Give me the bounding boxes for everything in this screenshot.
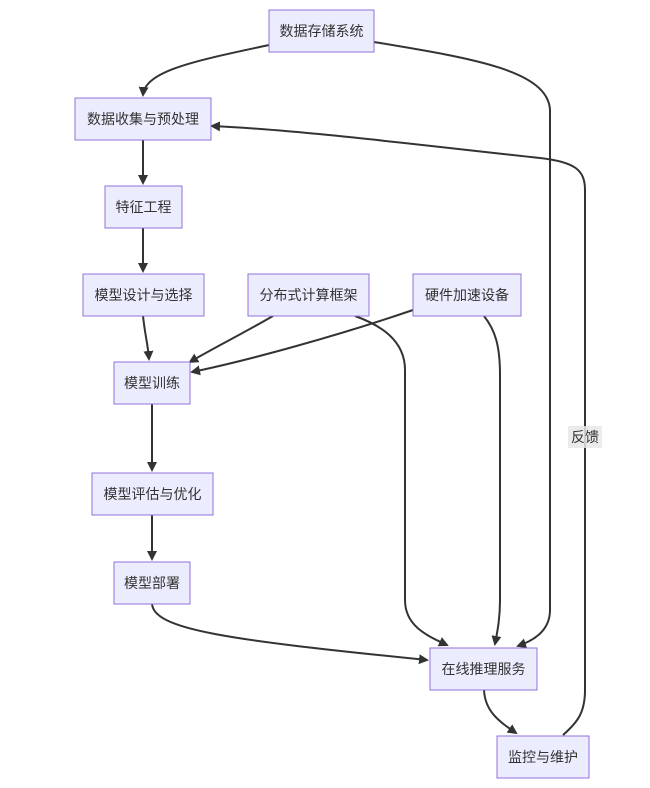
edge-hardware-to-inference (483, 315, 502, 646)
node-label: 模型设计与选择 (95, 288, 193, 304)
edge-distributed-to-train (188, 315, 274, 364)
node-evaluate[interactable]: 模型评估与优化 (91, 472, 214, 516)
edge-design-to-train (142, 315, 154, 361)
node-feature[interactable]: 特征工程 (104, 185, 183, 229)
edge-distributed-to-inference (354, 315, 449, 647)
node-label: 模型部署 (124, 576, 180, 592)
node-label: 监控与维护 (508, 750, 578, 766)
node-train[interactable]: 模型训练 (113, 361, 191, 405)
edge-label-background (568, 426, 602, 448)
node-design[interactable]: 模型设计与选择 (82, 273, 205, 317)
node-label: 模型评估与优化 (104, 487, 202, 503)
edge-storage-to-collect (138, 44, 270, 97)
node-label: 分布式计算框架 (260, 288, 358, 304)
node-label: 在线推理服务 (442, 662, 526, 678)
edges (138, 41, 586, 736)
node-storage[interactable]: 数据存储系统 (268, 9, 375, 53)
node-label: 特征工程 (116, 200, 172, 216)
node-inference[interactable]: 在线推理服务 (429, 647, 538, 691)
node-label: 模型训练 (124, 376, 180, 392)
node-label: 数据收集与预处理 (87, 111, 199, 128)
edge-label-feedback: 反馈 (568, 426, 602, 448)
edge-deploy-to-inference (151, 602, 429, 665)
edge-storage-to-inference (373, 41, 551, 649)
node-distributed[interactable]: 分布式计算框架 (247, 273, 370, 317)
edge-monitor-feedback-to-collect (210, 121, 586, 736)
node-label: 硬件加速设备 (425, 287, 509, 304)
node-label: 数据存储系统 (280, 24, 364, 40)
edge-inference-to-monitor (483, 689, 518, 735)
edge-hardware-to-train (190, 309, 414, 376)
node-collect[interactable]: 数据收集与预处理 (74, 97, 212, 141)
node-hardware[interactable]: 硬件加速设备 (412, 273, 522, 317)
node-monitor[interactable]: 监控与维护 (496, 735, 590, 779)
node-deploy[interactable]: 模型部署 (113, 561, 191, 605)
edge-label-text: 反馈 (571, 430, 599, 446)
